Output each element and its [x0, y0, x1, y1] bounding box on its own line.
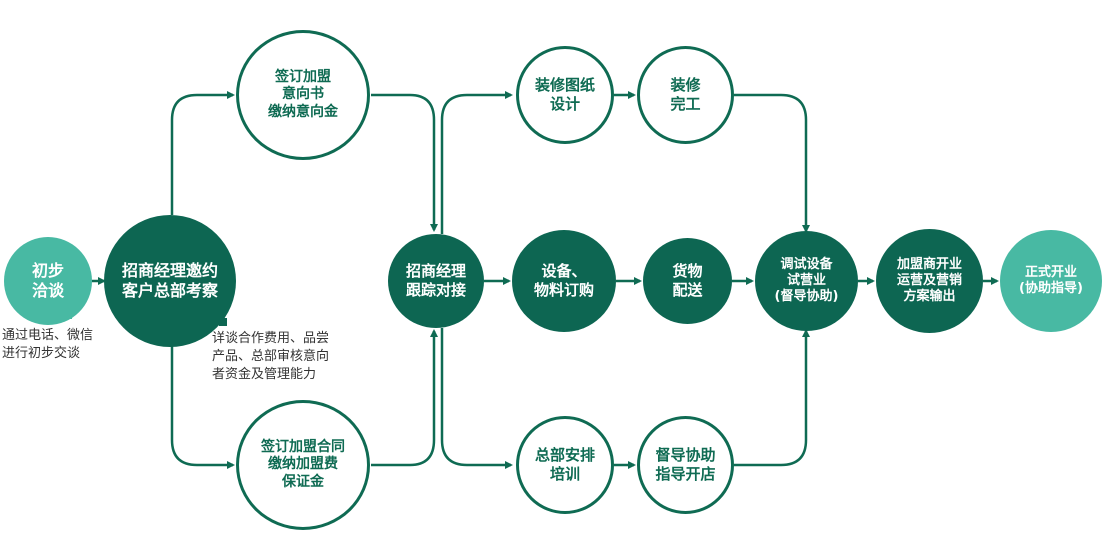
- grand-opening-label: 正式开业 (协助指导): [1019, 264, 1083, 296]
- equipment-order-label: 设备、 物料订购: [533, 262, 594, 299]
- connector-followup-to-design: [440, 91, 513, 234]
- trial-run-label: 调试设备 试营业 (督导协助): [774, 256, 839, 305]
- sign-contract-node: 签订加盟合同 缴纳加盟费 保证金: [236, 400, 370, 530]
- marketing-plan-label: 加盟商开业 运营及营销 方案输出: [896, 256, 962, 305]
- renovation-done-label: 装修 完工: [670, 76, 701, 113]
- equipment-order-node: 设备、 物料订购: [512, 230, 616, 332]
- invite-visit-label: 招商经理邀约 客户总部考察: [121, 261, 218, 300]
- training-node: 总部安排 培训: [516, 416, 614, 514]
- sign-intent-label: 签订加盟 意向书 缴纳意向金: [268, 68, 338, 120]
- delivery-node: 货物 配送: [643, 238, 732, 324]
- initial-talk-label: 初步 洽谈: [31, 261, 64, 300]
- sign-contract-label: 签订加盟合同 缴纳加盟费 保证金: [261, 438, 345, 490]
- connector-invite-to-contract: [170, 346, 235, 469]
- connector-done-to-trial: [734, 93, 810, 233]
- design-label: 装修图纸 设计: [534, 76, 595, 113]
- supervise-open-node: 督导协助 指导开店: [637, 416, 734, 514]
- connector-supervise-to-trial: [734, 329, 810, 467]
- initial-talk-node: 初步 洽谈: [4, 237, 92, 325]
- connector-contract-to-followup: [371, 329, 438, 467]
- renovation-done-node: 装修 完工: [637, 46, 734, 144]
- initial-talk-note: 通过电话、微信 进行初步交谈: [2, 328, 94, 361]
- connector-followup-to-training: [440, 328, 513, 469]
- connector-invite-to-intent: [170, 91, 235, 215]
- follow-up-node: 招商经理 跟踪对接: [388, 234, 484, 328]
- supervise-open-label: 督导协助 指导开店: [655, 446, 716, 483]
- sign-intent-node: 签订加盟 意向书 缴纳意向金: [236, 30, 370, 160]
- delivery-label: 货物 配送: [672, 262, 703, 299]
- invite-visit-node: 招商经理邀约 客户总部考察: [104, 215, 236, 347]
- visit-note: 详谈合作费用、品尝 产品、总部审核意向 者资金及管理能力: [212, 331, 330, 382]
- follow-up-label: 招商经理 跟踪对接: [405, 262, 466, 299]
- design-node: 装修图纸 设计: [516, 46, 614, 144]
- marketing-plan-node: 加盟商开业 运营及营销 方案输出: [876, 229, 983, 333]
- note-marker-icon: [219, 318, 227, 326]
- grand-opening-node: 正式开业 (协助指导): [1000, 230, 1102, 332]
- trial-run-node: 调试设备 试营业 (督导协助): [755, 231, 858, 331]
- training-label: 总部安排 培训: [534, 446, 595, 483]
- connector-intent-to-followup: [371, 93, 438, 232]
